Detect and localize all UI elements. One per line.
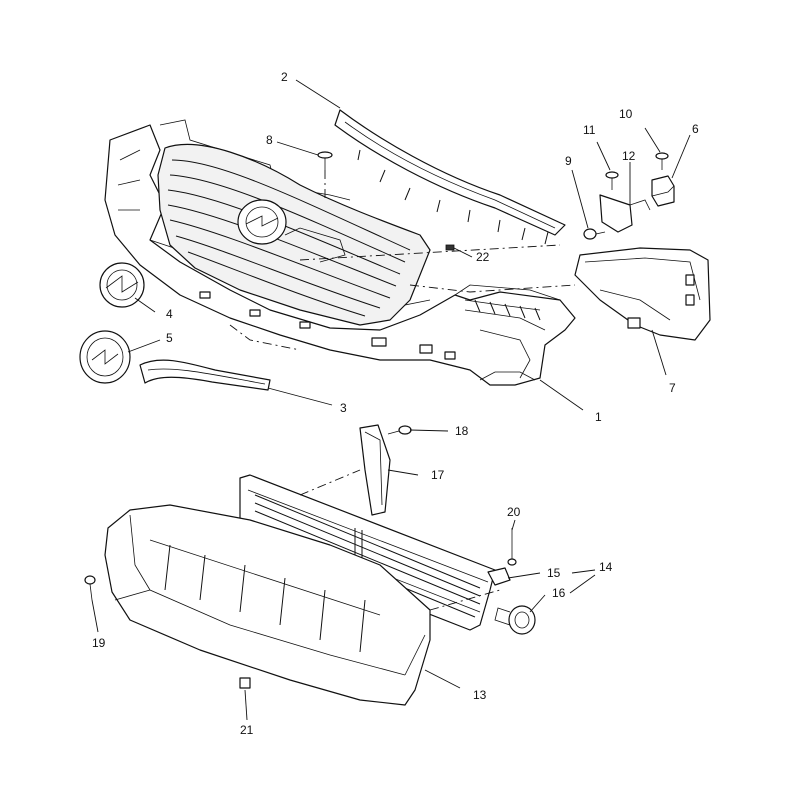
callout-7: 7 xyxy=(669,381,676,395)
assembly-line xyxy=(299,469,361,496)
leader-lines xyxy=(91,79,691,721)
callout-10: 10 xyxy=(619,107,633,121)
part-16-actuator-motor xyxy=(494,605,536,635)
part-13-air-deflector xyxy=(104,504,431,706)
callout-22: 22 xyxy=(476,250,490,264)
callout-18: 18 xyxy=(455,424,469,438)
part-12-bracket xyxy=(599,194,651,233)
callout-19: 19 xyxy=(92,636,106,650)
callout-12: 12 xyxy=(622,149,636,163)
part-10-screw xyxy=(655,152,669,170)
callout-1: 1 xyxy=(595,410,602,424)
assembly-line xyxy=(229,324,301,351)
callout-labels: 2 8 1 3 4 5 6 7 10 11 12 9 22 17 18 13 2… xyxy=(92,70,699,737)
callout-9: 9 xyxy=(565,154,572,168)
part-3-lower-trim xyxy=(139,359,271,391)
part-21-clip xyxy=(239,677,251,689)
callout-4: 4 xyxy=(166,307,173,321)
callout-8: 8 xyxy=(266,133,273,147)
callout-2: 2 xyxy=(281,70,288,84)
callout-20: 20 xyxy=(507,505,521,519)
part-20-screw xyxy=(507,528,517,566)
part-8-screw xyxy=(317,151,333,200)
part-17-vertical-bracket xyxy=(359,424,391,516)
main-grille xyxy=(157,143,431,326)
part-18-screw xyxy=(387,425,412,435)
callout-14: 14 xyxy=(599,560,613,574)
callout-11: 11 xyxy=(583,123,596,137)
part-4-emblem-ring xyxy=(99,262,145,308)
assembly-line xyxy=(429,589,501,611)
callout-13: 13 xyxy=(473,688,487,702)
part-15-lever xyxy=(487,567,511,586)
assembly-line xyxy=(409,284,576,293)
callout-3: 3 xyxy=(340,401,347,415)
part-22-clip xyxy=(445,244,455,251)
callout-15: 15 xyxy=(547,566,561,580)
callout-17: 17 xyxy=(431,468,445,482)
part-9-nut xyxy=(583,228,606,240)
callout-6: 6 xyxy=(692,122,699,136)
assembly-line xyxy=(299,244,561,261)
callout-16: 16 xyxy=(552,586,566,600)
part-6-bracket-block xyxy=(651,175,675,207)
part-7-side-bracket xyxy=(574,247,711,341)
callout-21: 21 xyxy=(240,723,254,737)
part-11-clip xyxy=(605,171,619,190)
part-19-bolt xyxy=(84,575,96,601)
part-2-upper-trim xyxy=(334,109,566,245)
part-5-badge xyxy=(79,330,131,384)
callout-5: 5 xyxy=(166,331,173,345)
